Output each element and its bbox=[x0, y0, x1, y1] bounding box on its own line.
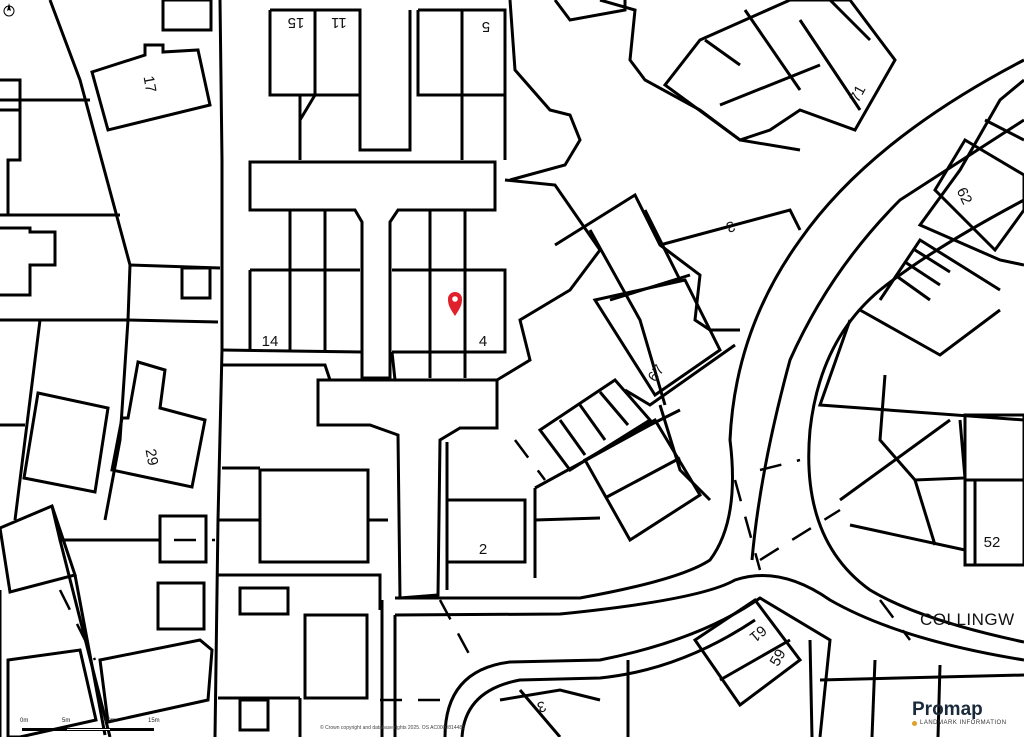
scale-label-5: 5m bbox=[62, 718, 71, 724]
brand-dot-icon bbox=[912, 720, 917, 726]
copyright-notice: © Crown copyright and database rights 20… bbox=[320, 725, 465, 731]
house-number-4: 4 bbox=[479, 333, 487, 350]
house-number-71: 71 bbox=[847, 83, 870, 106]
scale-label-0: 0m bbox=[20, 718, 29, 724]
scale-label-10: 10m bbox=[104, 718, 116, 724]
scale-segment bbox=[110, 728, 154, 731]
scale-segment bbox=[22, 728, 66, 731]
roads bbox=[394, 58, 1024, 737]
house-number-52: 52 bbox=[984, 534, 1001, 551]
house-number-14: 14 bbox=[262, 333, 279, 350]
central-courtyard bbox=[218, 160, 802, 737]
brand-tagline: LANDMARK INFORMATION bbox=[920, 720, 1007, 726]
house-number-11: 11 bbox=[331, 14, 347, 31]
house-number-15: 15 bbox=[288, 14, 305, 31]
scale-label-15: 15m bbox=[148, 718, 160, 724]
brand-name: Promap bbox=[912, 699, 983, 720]
house-number-17: 17 bbox=[140, 75, 160, 94]
dashed-boundaries bbox=[58, 439, 911, 702]
house-number-62: 62 bbox=[953, 185, 976, 207]
north-arrow-icon bbox=[3, 3, 15, 17]
street-name-label: COLLINGW bbox=[920, 610, 1015, 629]
brand-tagline-row: LANDMARK INFORMATION bbox=[912, 720, 1007, 726]
building-outlines bbox=[161, 0, 1024, 267]
house-number-2: 2 bbox=[479, 541, 487, 558]
scale-segment bbox=[66, 728, 112, 731]
house-number-5: 5 bbox=[482, 18, 490, 35]
house-number-59: 59 bbox=[767, 646, 790, 669]
scale-bar: 0m 5m 10m 15m bbox=[18, 718, 160, 734]
house-number-29: 29 bbox=[142, 448, 162, 467]
house-number-67: 67 bbox=[645, 362, 668, 385]
promap-logo: Promap LANDMARK INFORMATION bbox=[912, 700, 1007, 726]
location-pin-icon[interactable] bbox=[448, 292, 462, 316]
